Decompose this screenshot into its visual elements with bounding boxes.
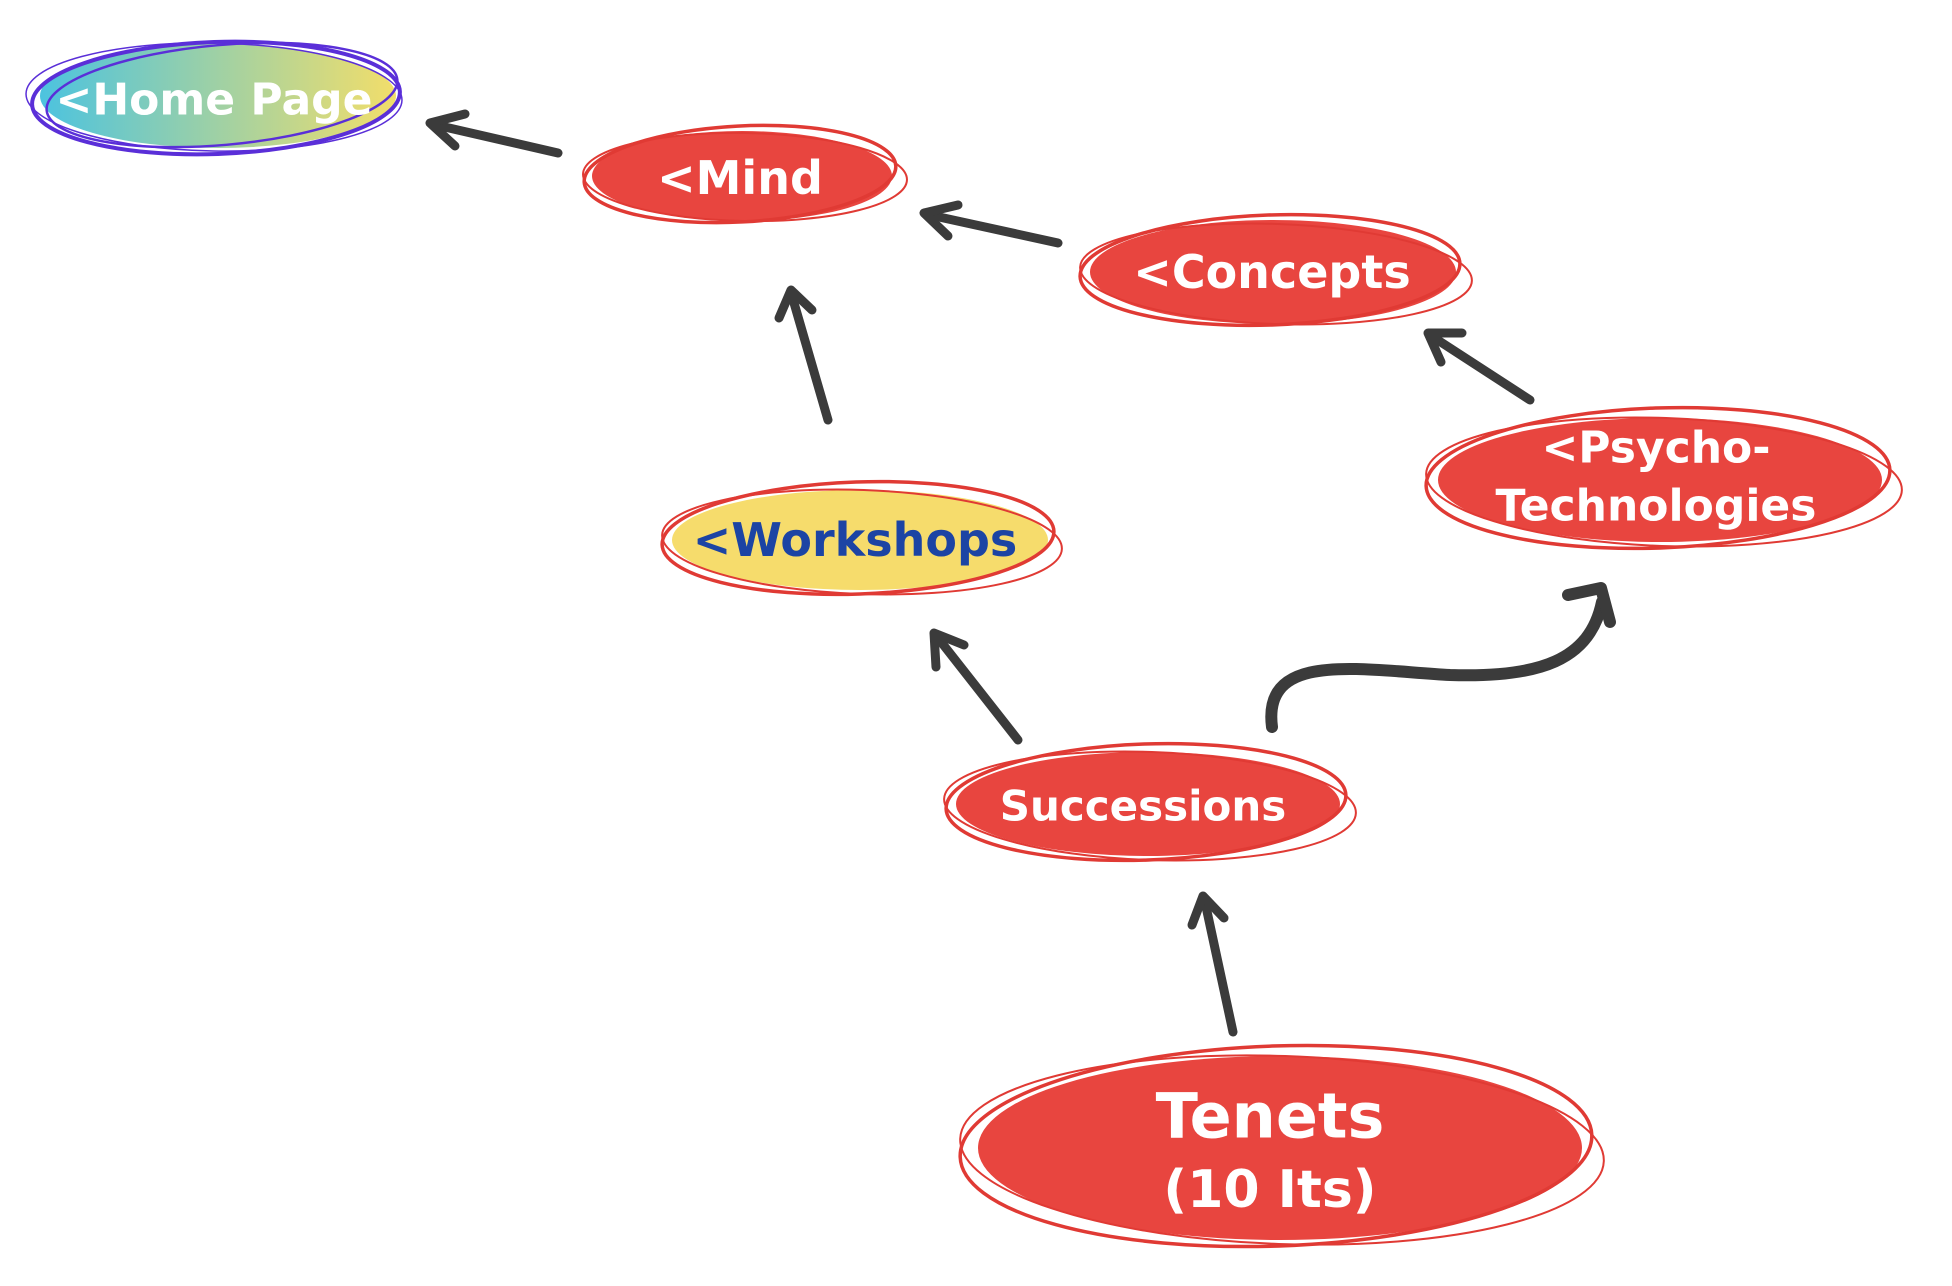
- node-concepts[interactable]: <Concepts: [1078, 208, 1473, 331]
- node-successions-label: Successions: [1000, 782, 1287, 831]
- arrow-concepts-to-mind: [919, 200, 1063, 248]
- node-successions[interactable]: Successions: [942, 737, 1358, 867]
- arrow-workshops-to-mind: [774, 285, 833, 425]
- node-mind-label: <Mind: [657, 151, 823, 205]
- node-psycho-technologies[interactable]: <Psycho- Technologies: [1424, 400, 1904, 556]
- node-tenets-line2: (10 Its): [1163, 1160, 1376, 1220]
- node-home-page-label: <Home Page: [55, 75, 372, 126]
- node-concepts-label: <Concepts: [1133, 245, 1410, 299]
- node-tenets-line1: Tenets: [1156, 1080, 1385, 1153]
- arrow-successions-to-workshops: [929, 628, 1023, 745]
- arrow-tenets-to-successions: [1187, 891, 1238, 1037]
- arrow-mind-to-home: [425, 109, 563, 158]
- node-home-page[interactable]: <Home Page: [25, 30, 403, 161]
- arrow-successions-to-psycho: [1265, 582, 1616, 733]
- node-psycho-line2: Technologies: [1496, 481, 1817, 532]
- node-workshops[interactable]: <Workshops: [660, 475, 1064, 601]
- node-workshops-label: <Workshops: [693, 513, 1018, 567]
- node-psycho-line1: <Psycho-: [1541, 423, 1770, 474]
- arrows: [425, 109, 1616, 1037]
- node-tenets[interactable]: Tenets (10 Its): [957, 1035, 1607, 1257]
- arrow-psycho-to-concepts: [1423, 328, 1535, 405]
- node-mind[interactable]: <Mind: [582, 118, 908, 230]
